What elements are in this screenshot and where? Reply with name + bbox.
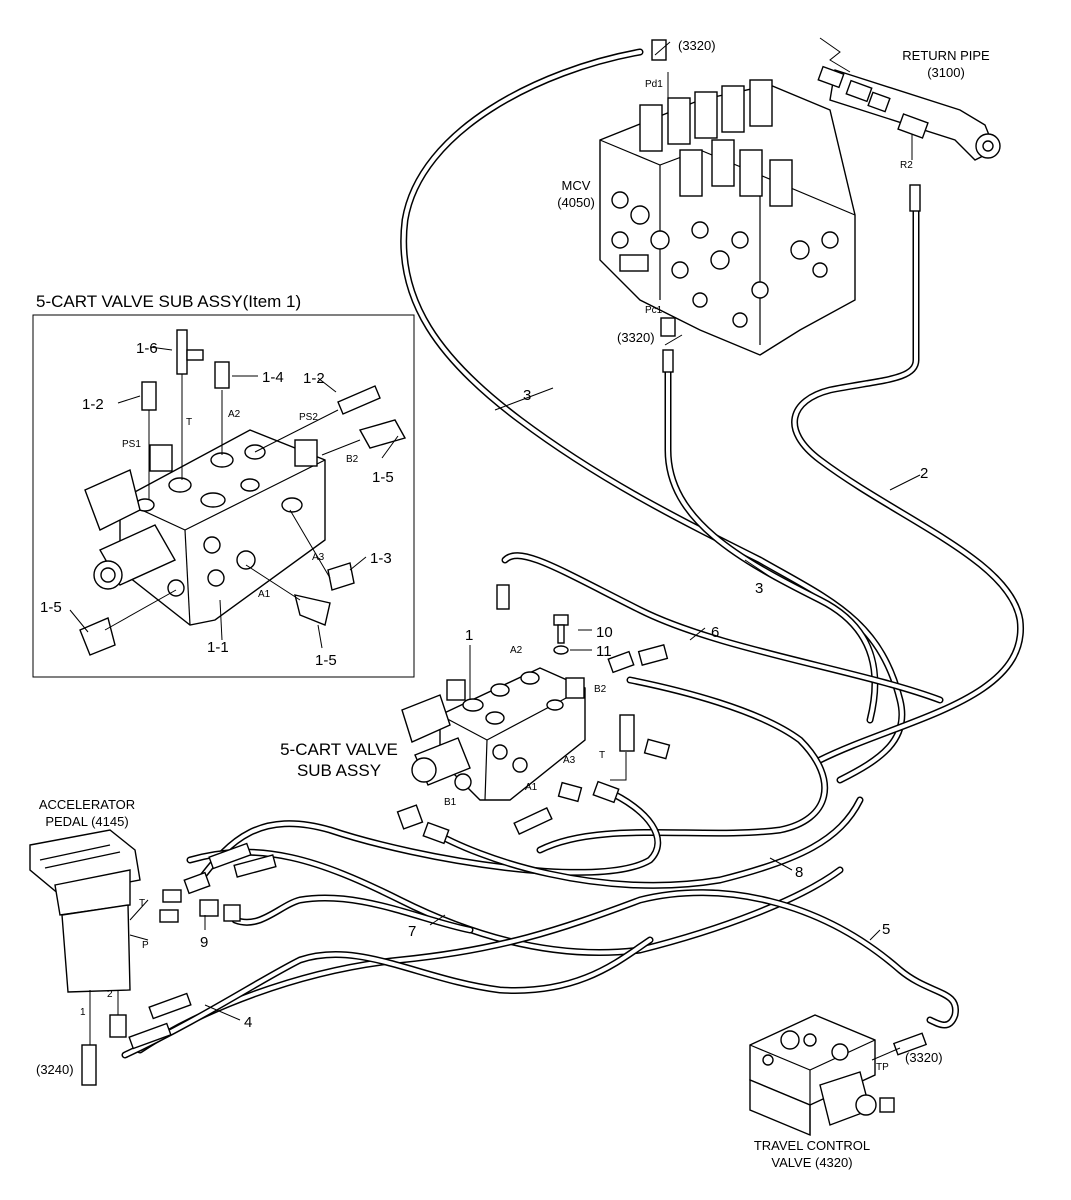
callout-7: 7 <box>408 923 416 940</box>
travel-control-valve <box>749 1014 928 1137</box>
callout-1-2-left: 1-2 <box>82 396 104 413</box>
pedal-port-2: 2 <box>107 989 113 1000</box>
return-pipe <box>817 37 1001 212</box>
port-tp: TP <box>876 1062 889 1073</box>
ref-3320-mid: (3320) <box>617 330 655 345</box>
pc1-port: Pc1 <box>645 305 663 316</box>
port-a3: A3 <box>563 755 576 766</box>
pedal-port-1: 1 <box>80 1007 86 1018</box>
callout-1-6: 1-6 <box>136 340 158 357</box>
callout-leaders <box>204 41 921 1021</box>
cart-valve-label-1: 5-CART VALVE <box>280 740 398 759</box>
mcv-block <box>599 39 856 373</box>
accel-label-2: PEDAL (4145) <box>45 814 128 829</box>
callout-5: 5 <box>882 921 890 938</box>
callout-9: 9 <box>200 934 208 951</box>
callout-1: 1 <box>465 627 473 644</box>
accelerator-pedal <box>29 829 277 1086</box>
detail-port-ps1: PS1 <box>122 439 141 450</box>
mcv-label: MCV <box>562 178 591 193</box>
detail-port-a1: A1 <box>258 589 271 600</box>
callout-6: 6 <box>711 624 719 641</box>
main-cart-valve <box>396 584 671 845</box>
sub-assy-title: 5-CART VALVE SUB ASSY(Item 1) <box>36 292 301 311</box>
detail-port-t: T <box>186 417 192 428</box>
callout-1-5-bottom: 1-5 <box>315 652 337 669</box>
sub-assy-detail-box <box>32 314 415 678</box>
ref-3320-top: (3320) <box>678 38 716 53</box>
text-labels: RETURN PIPE (3100) R2 MCV (4050) Pd1 Pc1… <box>36 38 990 1170</box>
return-pipe-ref: (3100) <box>927 65 965 80</box>
travel-label-2: VALVE (4320) <box>771 1155 852 1170</box>
port-a1: A1 <box>525 782 538 793</box>
ref-3240: (3240) <box>36 1062 74 1077</box>
callout-1-5-right: 1-5 <box>372 469 394 486</box>
port-b1: B1 <box>444 797 457 808</box>
callout-1-3: 1-3 <box>370 550 392 567</box>
callout-10: 10 <box>596 624 613 641</box>
callout-3-top: 3 <box>523 387 531 404</box>
mcv-ref: (4050) <box>557 195 595 210</box>
return-pipe-label: RETURN PIPE <box>902 48 990 63</box>
callout-1-4: 1-4 <box>262 369 284 386</box>
port-a2: A2 <box>510 645 523 656</box>
callout-1-5-left: 1-5 <box>40 599 62 616</box>
cart-valve-label-2: SUB ASSY <box>297 761 381 780</box>
callout-1-2-right: 1-2 <box>303 370 325 387</box>
callout-4: 4 <box>244 1014 252 1031</box>
travel-label-1: TRAVEL CONTROL <box>754 1138 870 1153</box>
callout-8: 8 <box>795 864 803 881</box>
hoses <box>121 48 1024 1059</box>
detail-port-b2: B2 <box>346 454 359 465</box>
port-b2: B2 <box>594 684 607 695</box>
callout-11: 11 <box>596 643 612 660</box>
pedal-port-t: T <box>139 898 145 909</box>
callout-3-mid: 3 <box>755 580 763 597</box>
pedal-port-p: P <box>142 940 149 951</box>
accel-label-1: ACCELERATOR <box>39 797 135 812</box>
detail-port-a3: A3 <box>312 552 325 563</box>
ref-3320-bottom: (3320) <box>905 1050 943 1065</box>
callout-1-1: 1-1 <box>207 639 229 656</box>
detail-port-ps2: PS2 <box>299 412 318 423</box>
pd1-port: Pd1 <box>645 79 663 90</box>
callout-2: 2 <box>920 465 928 482</box>
detail-port-a2: A2 <box>228 409 241 420</box>
port-t: T <box>599 750 605 761</box>
r2-port: R2 <box>900 160 913 171</box>
